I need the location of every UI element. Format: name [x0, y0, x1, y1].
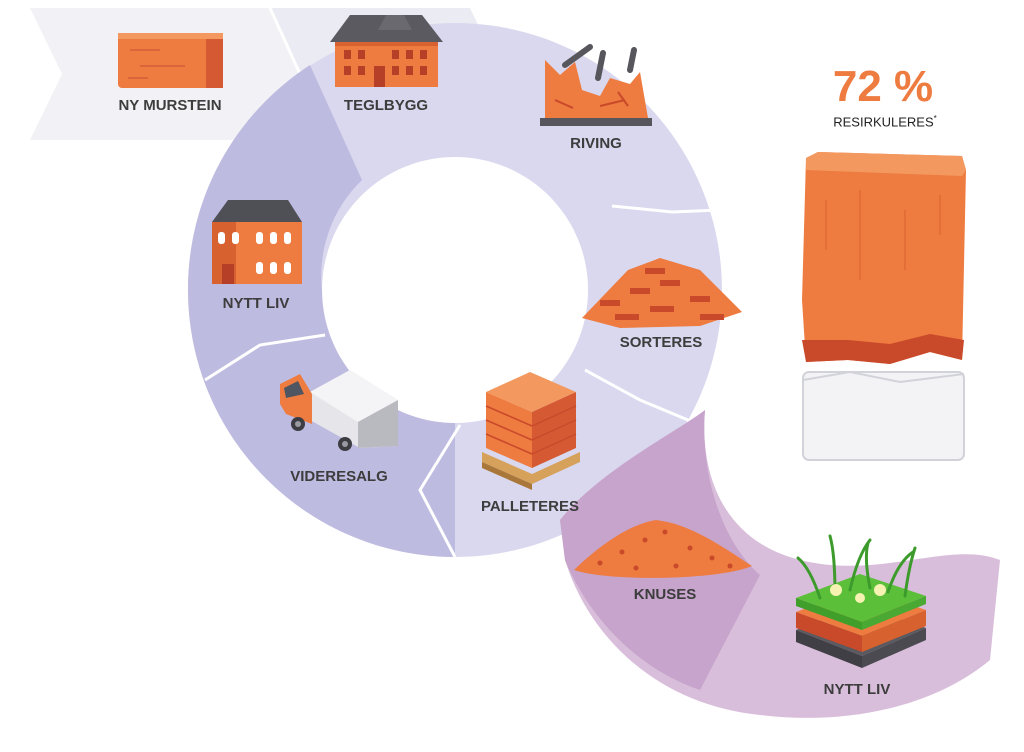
- recycled-percentage: 72 %: [832, 62, 934, 111]
- brick-house-icon: [212, 200, 302, 284]
- green-roof-icon: [796, 534, 926, 668]
- recycled-brick-bar-icon: [802, 152, 966, 461]
- footnote-mark: *: [933, 114, 937, 123]
- recycled-label: RESIRKULERES*: [833, 114, 937, 129]
- brick-icon: [118, 33, 223, 88]
- step-label-new-life-green: NYTT LIV: [823, 681, 891, 698]
- recycled-label-text: RESIRKULERES: [833, 114, 934, 130]
- step-label-new-life-building: NYTT LIV: [222, 295, 290, 312]
- step-label-demolition: RIVING: [570, 135, 622, 152]
- step-label-sorting: SORTERES: [619, 334, 703, 351]
- brick-building-icon: [330, 15, 443, 87]
- brick-pile-icon: [582, 258, 742, 328]
- step-label-resale: VIDERESALG: [290, 468, 388, 485]
- step-label-brick-building: TEGLBYGG: [343, 97, 429, 114]
- step-label-crushing: KNUSES: [633, 586, 697, 603]
- demolished-building-icon: [540, 44, 652, 126]
- step-label-new-brick: NY MURSTEIN: [118, 97, 222, 114]
- step-label-palletizing: PALLETERES: [480, 498, 580, 515]
- truck-icon: [280, 370, 398, 451]
- brick-pallet-icon: [482, 372, 580, 490]
- crushed-brick-icon: [574, 520, 752, 578]
- loop-segment-dividers: [204, 204, 721, 558]
